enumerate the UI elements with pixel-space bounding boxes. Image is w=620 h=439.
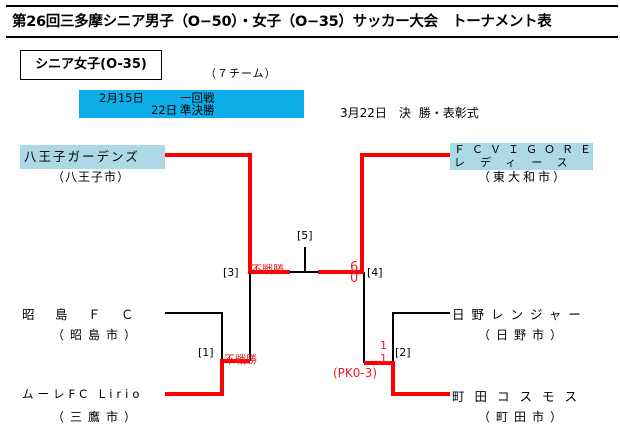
match-number: [1]	[198, 346, 214, 359]
title-rule	[6, 36, 618, 38]
match-number: [4]	[367, 266, 383, 279]
top-rule	[6, 5, 618, 7]
winner-line	[364, 361, 450, 396]
schedule-box: 2月15日 一回戦 22日 準決勝	[79, 90, 304, 118]
match-number: [3]	[223, 266, 239, 279]
score: 1	[380, 339, 387, 352]
result-walkover: 不戦勝	[251, 263, 284, 276]
team-city: （八王子市）	[52, 170, 131, 184]
team-name-line2: レディース	[454, 156, 583, 169]
match-number: [5]	[297, 229, 313, 242]
winner-line	[165, 359, 250, 396]
team-city: （日野市）	[478, 328, 569, 342]
team-city: （町田市）	[478, 410, 569, 424]
date-round1: 2月15日	[99, 91, 144, 105]
team-machida: 町田コスモス	[452, 389, 588, 404]
match-number: [2]	[395, 346, 411, 359]
date-semifinal: 22日	[151, 103, 178, 117]
team-city: （三鷹市）	[52, 410, 143, 424]
team-akishima: 昭 島 Ｆ Ｃ	[22, 307, 138, 322]
page-title: 第26回三多摩シニア男子（O−50）・女子（O−35）サッカー大会 トーナメント…	[12, 14, 552, 30]
team-name-line1: ＦＣＶＩＧＯＲＥ	[454, 143, 598, 156]
bracket-line	[392, 312, 450, 363]
team-count: （７チーム）	[205, 67, 277, 80]
team-lirio: ムーレFC Lirio	[22, 387, 144, 401]
score: 6	[350, 260, 359, 275]
score: 1	[380, 352, 387, 365]
round1-label: 一回戦	[180, 91, 215, 105]
category-label: シニア女子(O-35)	[20, 50, 162, 80]
team-city: （東大和市）	[478, 170, 569, 184]
score: 0	[350, 271, 359, 286]
semifinal-label: 準決勝	[180, 103, 215, 117]
team-city: （昭島市）	[52, 328, 143, 342]
winner-line	[318, 153, 450, 274]
result-walkover: 不戦勝	[224, 353, 257, 366]
final-date: 3月22日 決 勝・表彰式	[340, 106, 479, 120]
team-vigore: ＦＣＶＩＧＯＲＥ レディース	[450, 143, 593, 170]
pk-score: (PK0-3)	[333, 366, 378, 380]
team-hachioji: 八王子ガーデンズ	[20, 145, 165, 169]
bracket-line	[165, 312, 223, 361]
winner-line	[165, 153, 290, 274]
team-hino: 日野レンジャー	[452, 307, 588, 322]
